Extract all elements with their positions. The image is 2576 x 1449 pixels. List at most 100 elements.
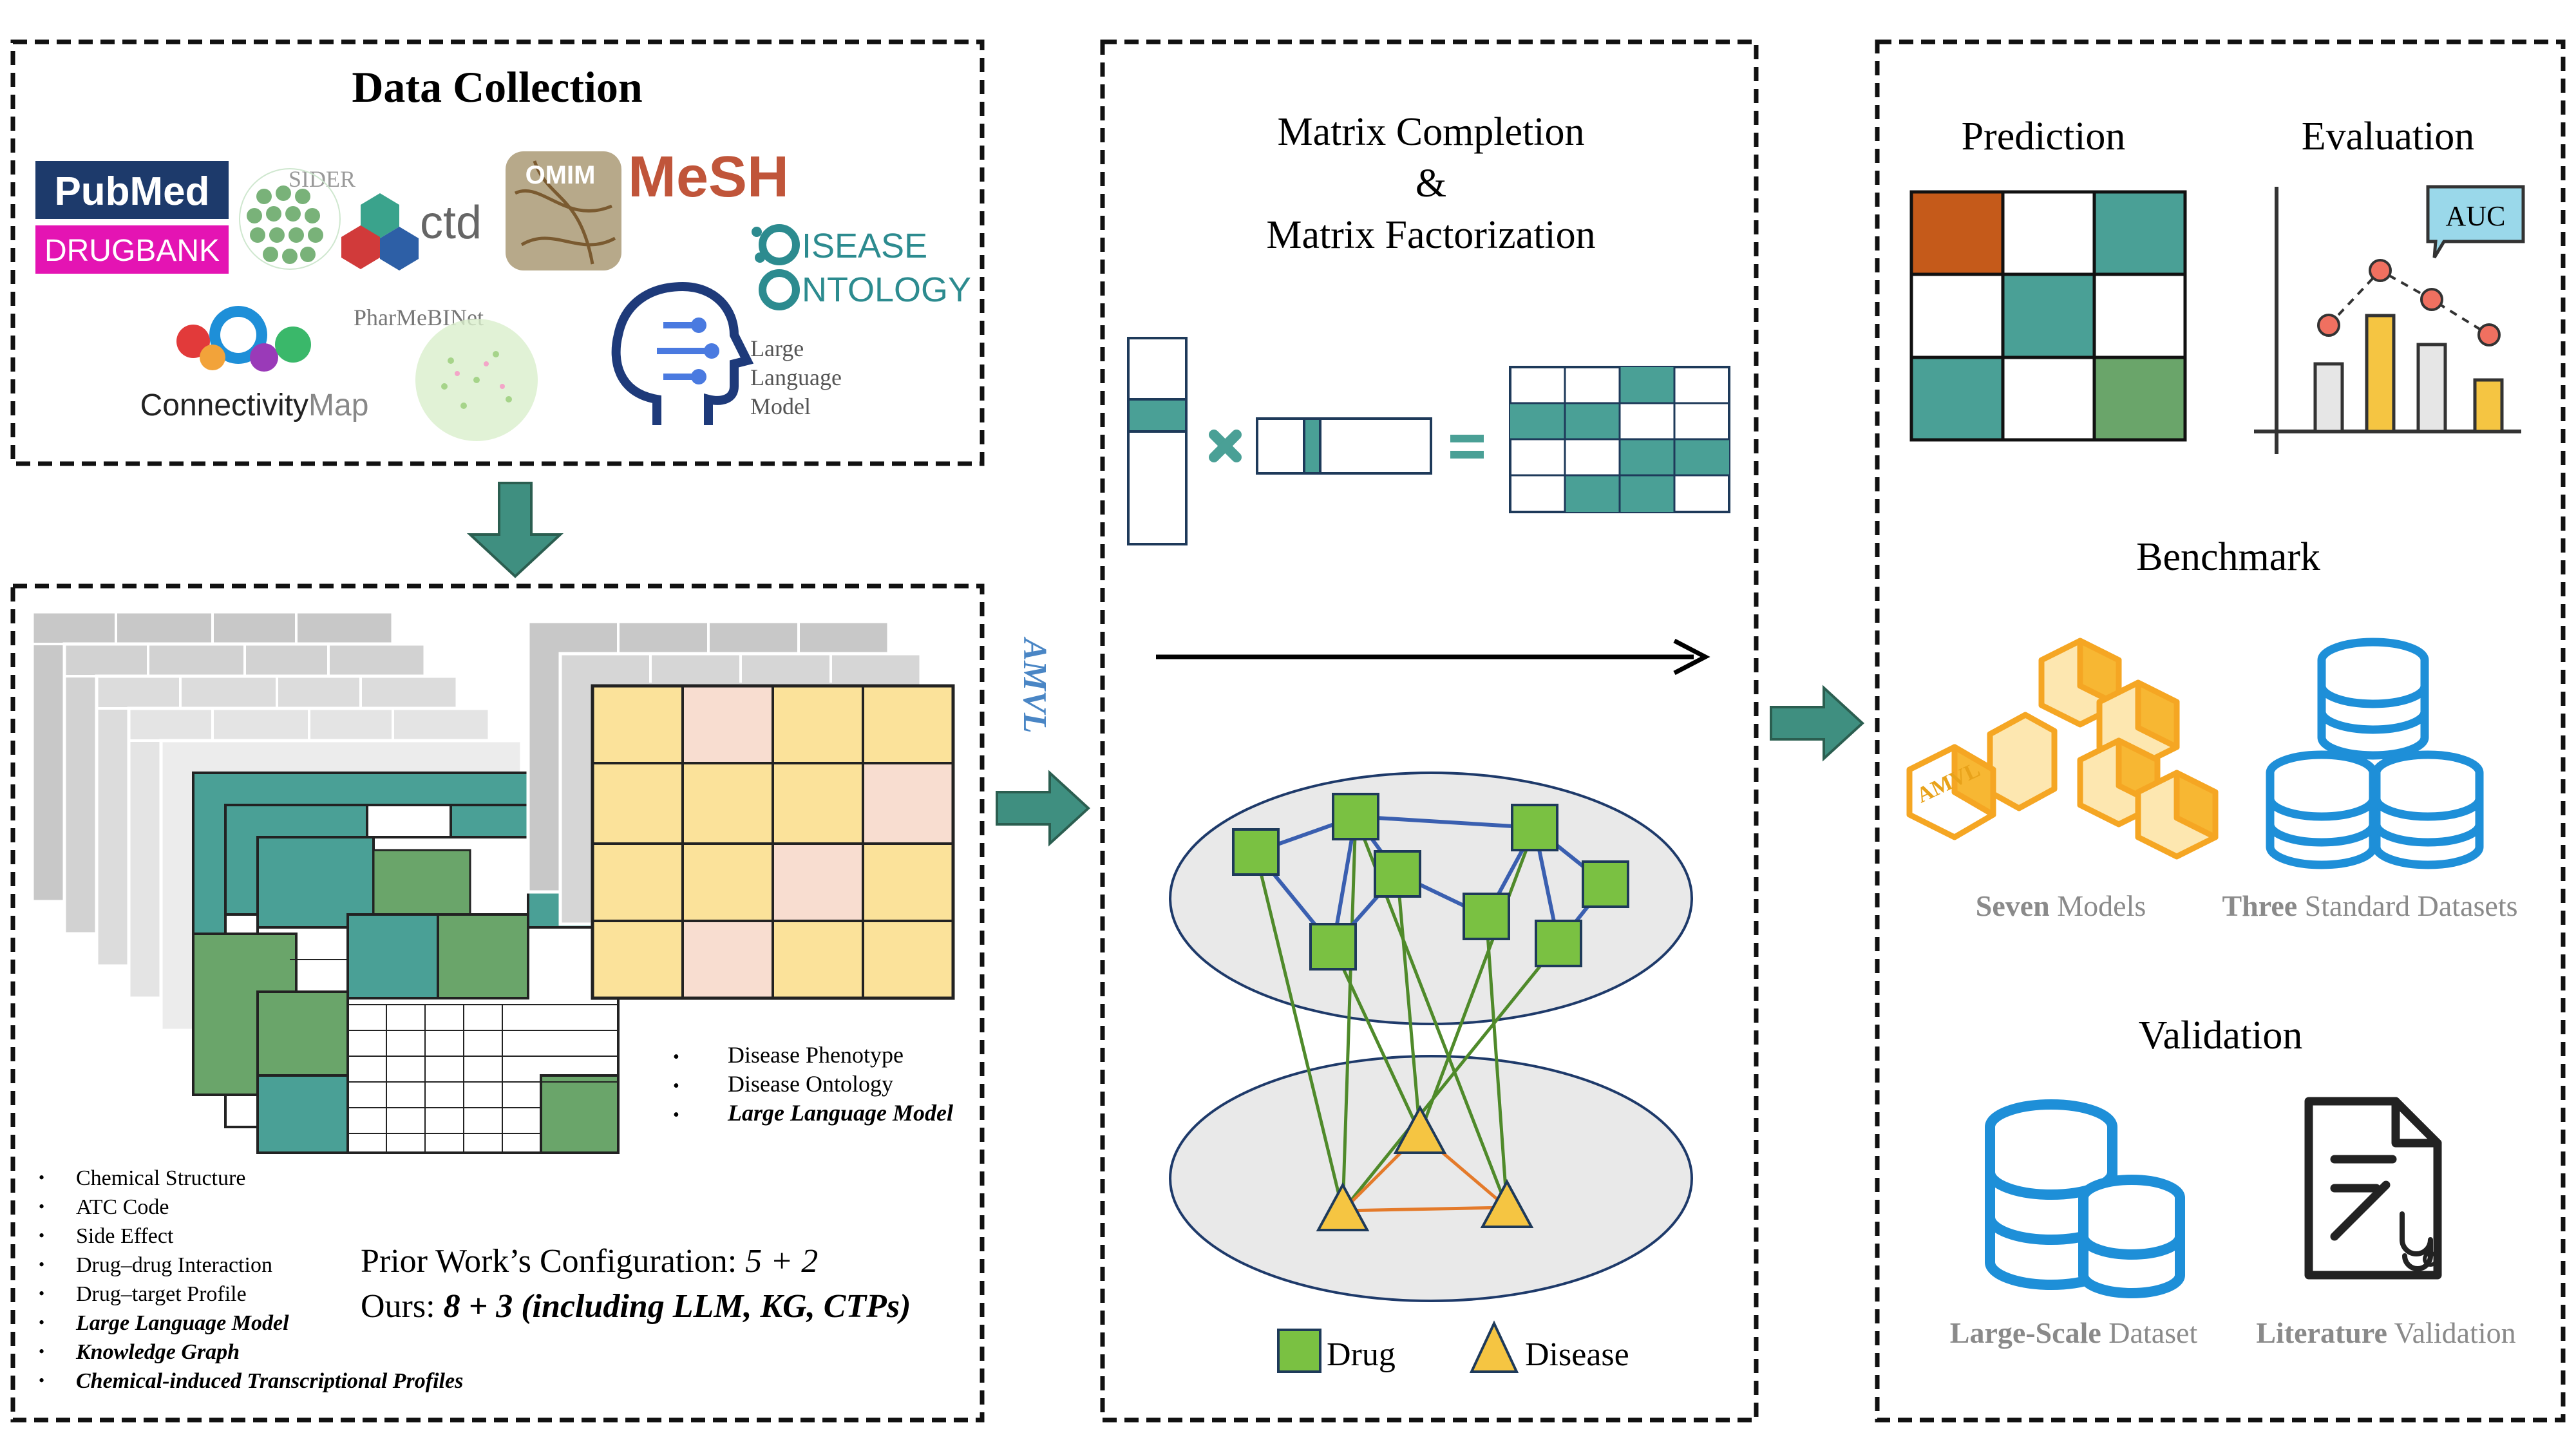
ctd-logo: ctd [341,193,482,270]
disease-ontology-line-1: ISEASE [802,227,927,265]
large-rest: Dataset [2101,1316,2198,1349]
drug-feature-list: •••••••• Chemical Structure ATC Code Sid… [39,1166,463,1393]
svg-text:•: • [39,1168,44,1187]
large-dataset-icon [1985,1099,2185,1298]
literature-validation-label: Literature Validation [2256,1316,2515,1349]
down-arrow [466,482,564,578]
svg-text:ConnectivityMap: ConnectivityMap [140,388,369,422]
large-scale-dataset-label: Large-Scale Dataset [1950,1316,2198,1349]
disease-ontology-line-2: NTOLOGY [802,270,971,309]
right-arrow-1 [996,770,1090,847]
sider-logo: SIDER [239,166,355,270]
drug-item-5: Drug–target Profile [76,1282,247,1306]
seven-rest: Models [2050,889,2146,922]
disease-feature-list: • Disease Phenotype • Disease Ontology •… [673,1042,953,1126]
method-title-line-3: Matrix Factorization [1266,213,1595,257]
connectivity-label: Connectivity [140,388,308,422]
pubmed-label: PubMed [54,169,209,214]
svg-text:•: • [39,1197,44,1216]
disease-legend-swatch [1469,1320,1519,1373]
method-title-line-1: Matrix Completion [1277,110,1584,154]
svg-text:•: • [673,1105,679,1125]
method-arrow [1156,638,1710,676]
disease-ontology-logo: ISEASE NTOLOGY [752,224,971,310]
evaluation-title: Evaluation [2302,115,2475,158]
sider-label: SIDER [289,166,355,192]
connectivity-map-logo: ConnectivityMap [140,306,369,422]
data-collection-title: Data Collection [352,62,642,111]
data-collection-panel [10,39,985,466]
svg-text:•: • [39,1342,44,1361]
validation-title: Validation [2139,1014,2303,1057]
multiply-icon [1209,430,1242,462]
disease-matrix-stack [526,620,955,1000]
prior-config-label: Prior Work’s Configuration: [361,1243,737,1280]
prediction-matrix [1909,190,2187,442]
disease-item-3: Large Language Model [727,1100,953,1126]
llm-line-1: Large [750,336,804,361]
map-label: Map [308,388,368,422]
prediction-title: Prediction [1962,115,2126,158]
network-legend: Drug Disease [1277,1320,1629,1373]
svg-text:•: • [39,1255,44,1274]
ours-config-text: Ours: 8 + 3 (including LLM, KG, CTPs) [361,1288,911,1325]
amvl-label: AMVL [1016,636,1053,733]
lit-bold: Literature [2256,1316,2387,1349]
ours-config-label: Ours: [361,1288,435,1325]
right-arrow-2 [1770,685,1864,762]
disease-item-2: Disease Ontology [728,1071,893,1097]
seven-bold: Seven [1976,889,2050,922]
three-bold: Three [2222,889,2297,922]
drug-item-8: Chemical-induced Transcriptional Profile… [76,1369,463,1393]
drugbank-label: DRUGBANK [44,234,220,268]
ctd-label: ctd [420,197,482,249]
drug-item-6: Large Language Model [75,1311,289,1335]
equals-icon [1450,435,1484,459]
disease-layer [1169,1055,1693,1302]
method-title-line-2: & [1416,162,1446,205]
auc-label: AUC [2446,200,2506,232]
results-panel [1875,39,2566,1423]
heterogeneous-network [1169,772,1693,1302]
evaluation-chart-icon: AUC [2254,185,2525,454]
drug-item-4: Drug–drug Interaction [76,1253,272,1277]
benchmark-title: Benchmark [2136,535,2320,579]
method-panel [1100,39,1759,1423]
auc-speech-bubble: AUC [2426,185,2525,259]
svg-text:•: • [39,1226,44,1245]
llm-line-3: Model [750,393,811,419]
brain-head-icon: Large Language Model [611,281,842,425]
drug-item-7: Knowledge Graph [75,1340,240,1364]
disease-nodes [1316,1104,1534,1231]
model-cubes-icon [1906,638,2219,860]
literature-document-icon [2304,1097,2442,1280]
prior-config-text: Prior Work’s Configuration: 5 + 2 [361,1243,818,1280]
lit-rest: Validation [2387,1316,2516,1349]
mesh-logo: MeSH [628,145,789,209]
drug-legend-label: Drug [1327,1336,1396,1373]
drug-item-3: Side Effect [76,1224,174,1248]
drug-legend-swatch [1277,1329,1321,1373]
matrix-factorization-illustration [1127,337,1730,545]
seven-models-label: Seven Models [1976,889,2146,922]
pharmebinet-logo: PharMeBINet [354,305,538,441]
feature-views-panel [10,583,985,1423]
ours-config-value: 8 + 3 (including LLM, KG, CTPs) [444,1288,911,1325]
svg-text:•: • [39,1371,44,1390]
drug-nodes [1232,793,1629,971]
disease-item-1: Disease Phenotype [728,1042,904,1068]
svg-text:•: • [39,1284,44,1303]
pubmed-logo: PubMed [35,161,229,219]
three-rest: Standard Datasets [2297,889,2517,922]
svg-text:•: • [673,1076,679,1096]
prior-config-value: 5 + 2 [745,1243,818,1280]
drug-feature-matrices [192,772,620,1154]
svg-text:•: • [673,1047,679,1067]
drug-item-1: Chemical Structure [76,1166,245,1190]
disease-legend-label: Disease [1525,1336,1629,1373]
large-bold: Large-Scale [1950,1316,2101,1349]
omim-label: OMIM [526,161,596,189]
three-datasets-label: Three Standard Datasets [2222,889,2517,922]
llm-line-2: Language [750,365,842,390]
